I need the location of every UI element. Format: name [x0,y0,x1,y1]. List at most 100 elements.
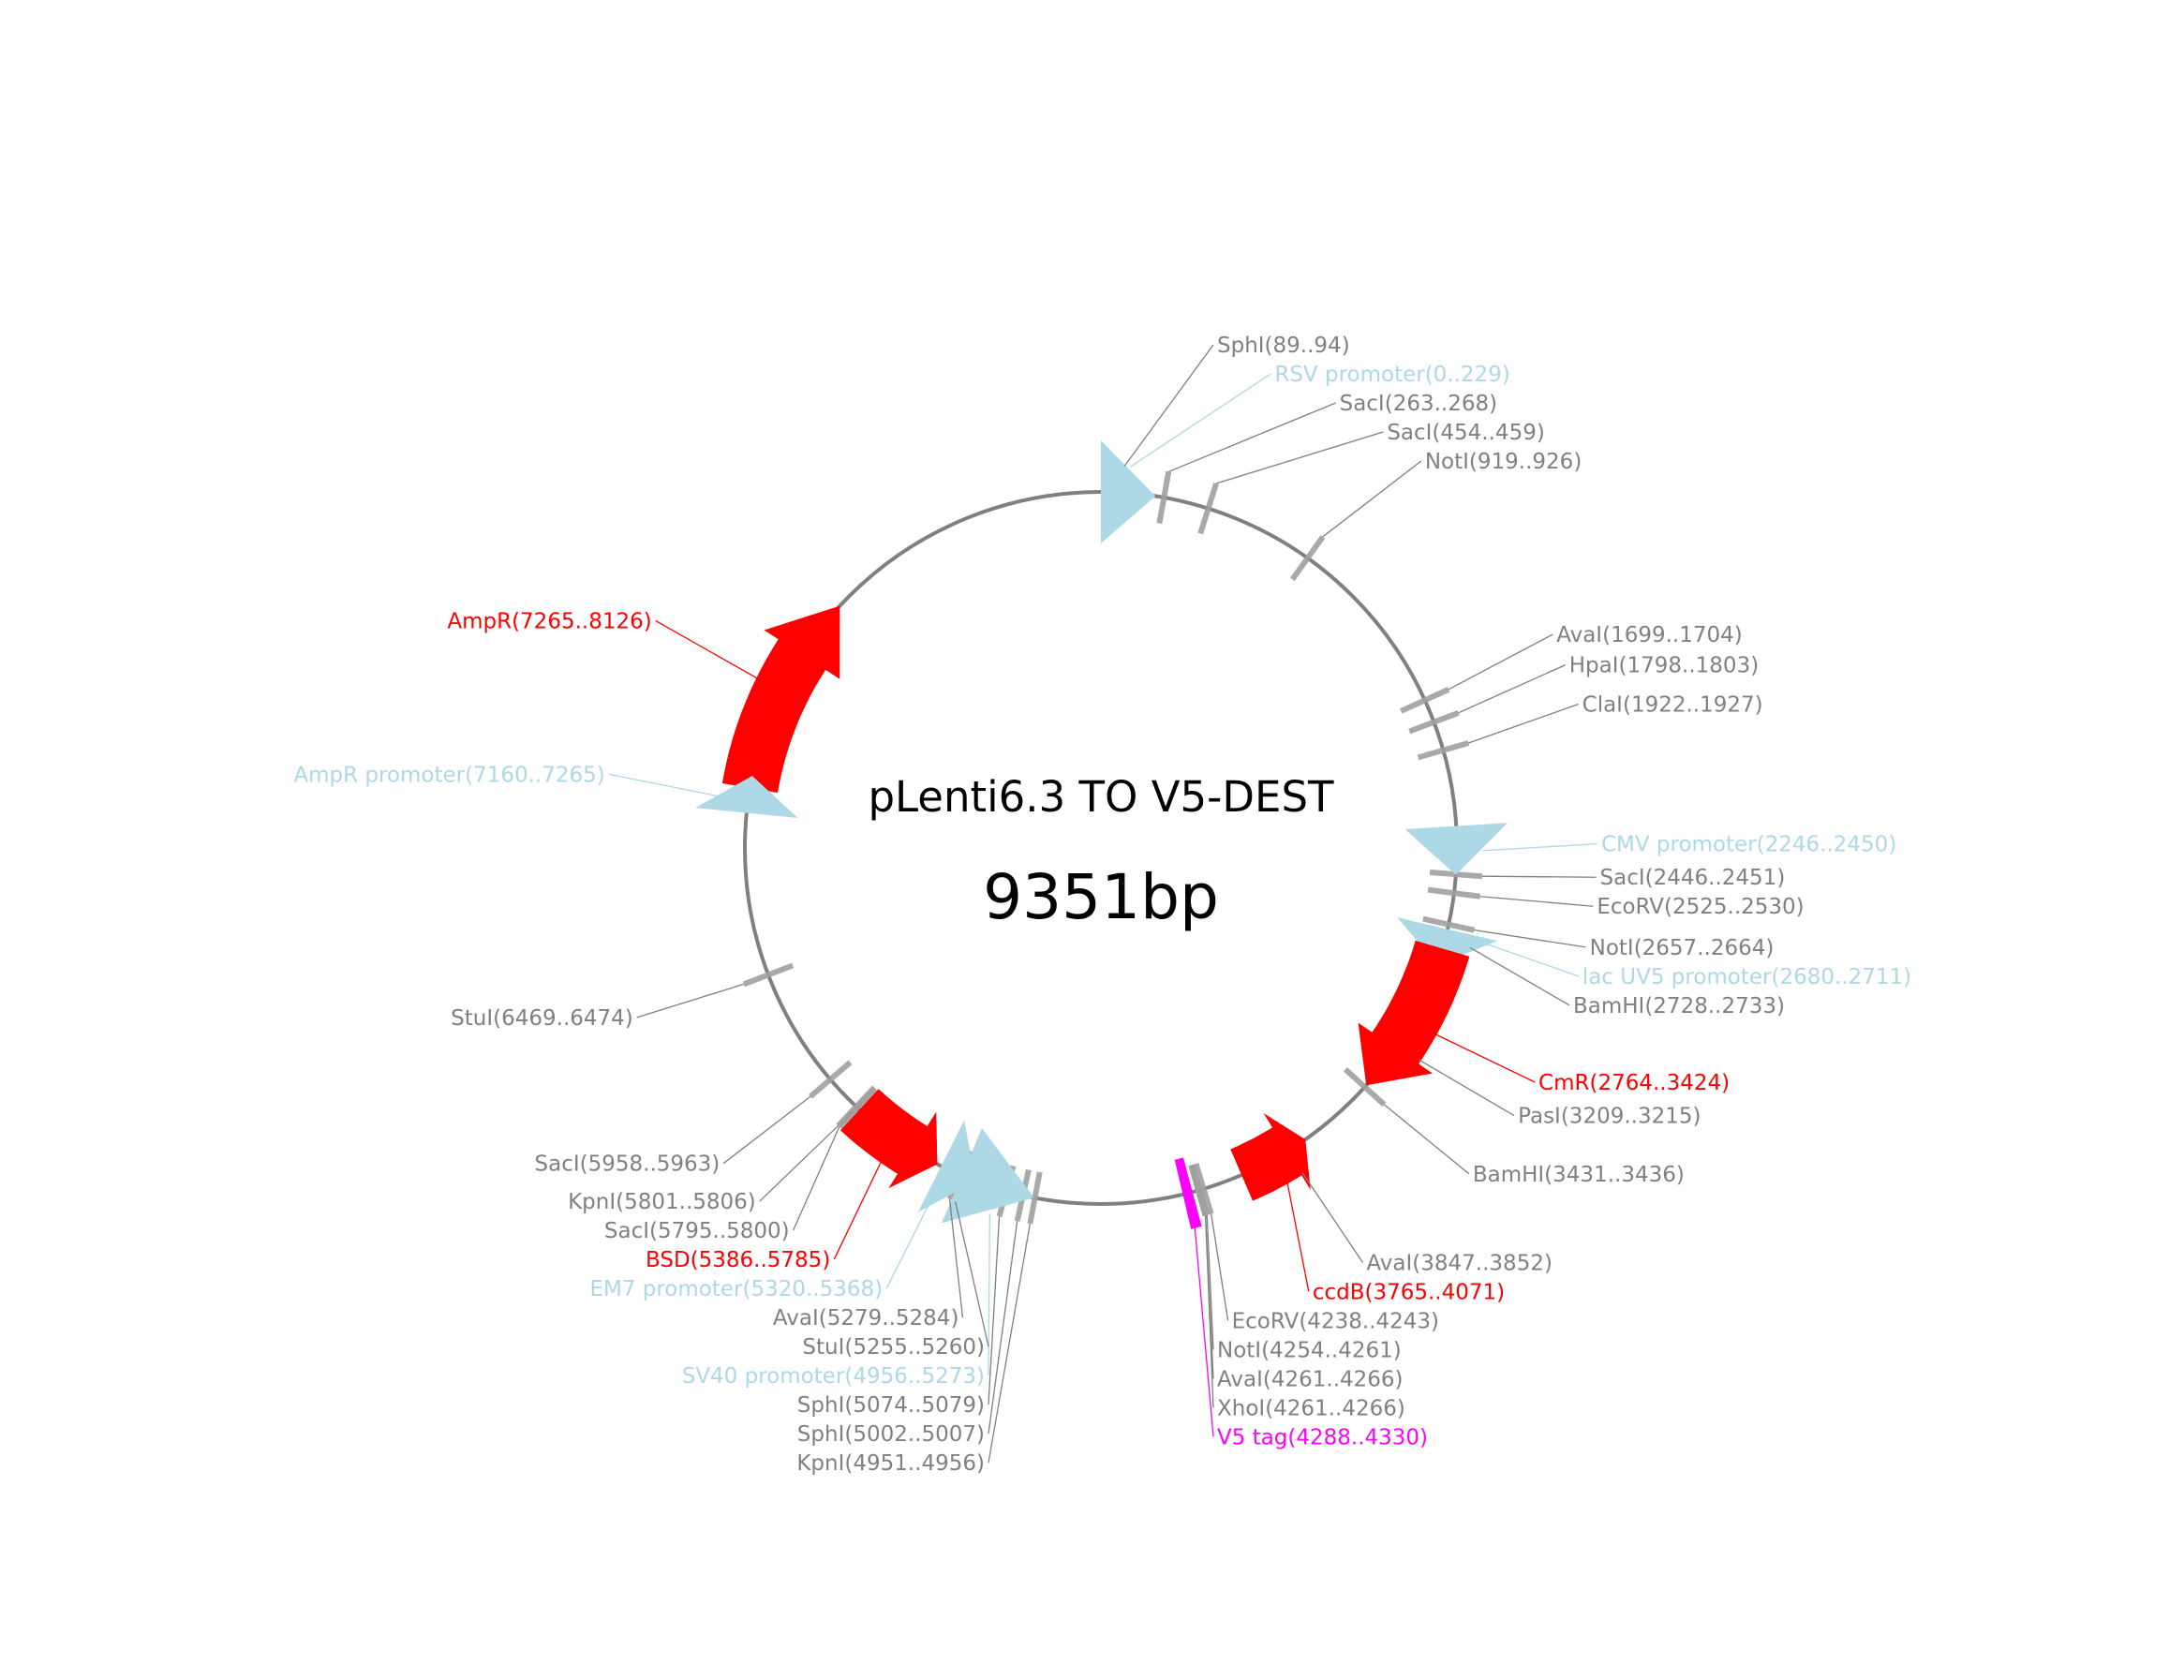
ampr-promoter-label: AmpR promoter(7160..7265) [293,763,604,787]
site-tick-saci-263-268 [1156,470,1172,525]
sv40-promoter-label: SV40 promoter(4956..5273) [682,1364,985,1389]
site-label-kpni-4951-4956: KpnI(4951..4956) [796,1451,985,1476]
bsd-arrow [839,1089,938,1189]
rsv-promoter-label-leader [1130,373,1271,468]
lac-uv5-promoter-label: lac UV5 promoter(2680..2711) [1582,965,1911,989]
site-label-stui-5255-5260-leader [954,1201,989,1347]
site-label-clai-1922-1927-leader [1468,703,1579,744]
sv40-promoter-label-leader [988,1213,991,1376]
site-tick-avai-1699-1704 [1400,686,1450,714]
lac-uv5-promoter-marker [1397,917,1498,966]
ampr-arrow [721,605,840,794]
site-tick-kpni-5801-5806 [836,1085,877,1128]
site-label-avai-5279-5284-leader [948,1198,964,1318]
site-label-avai-1699-1704-leader [1448,633,1553,691]
ampr-label-leader [655,619,759,680]
site-tick-ecorv-2525-2530 [1427,886,1481,899]
site-label-kpni-5801-5806-leader [759,1124,839,1202]
site-label-stui-5255-5260: StuI(5255..5260) [802,1335,985,1360]
ccdb-label: ccdB(3765..4071) [1313,1280,1505,1304]
site-tick-ecorv-4238-4243 [1193,1163,1214,1215]
cmv-promoter-label-leader [1482,843,1598,852]
site-tick-saci-5958-5963 [809,1060,853,1099]
site-label-ecorv-2525-2530: EcoRV(2525..2530) [1597,895,1804,919]
site-label-hpai-1798-1803-leader [1458,664,1567,714]
rsv-promoter-label: RSV promoter(0..229) [1274,363,1509,387]
site-label-xhoi-4261-4266: XhoI(4261..4266) [1217,1396,1405,1420]
site-label-bamhi-2728-2733-leader [1469,946,1570,1006]
plasmid-backbone [743,490,1459,1206]
site-label-pasi-3209-3215-leader [1419,1059,1515,1117]
site-label-kpni-4951-4956-leader [988,1223,1032,1464]
site-label-saci-5958-5963-leader [722,1095,811,1165]
site-label-bamhi-3431-3436-leader [1384,1104,1470,1175]
site-tick-xhoi-4261-4266 [1188,1164,1209,1217]
sv40-promoter-marker [942,1128,1034,1224]
ampr-promoter-label-leader [608,773,722,798]
site-label-bamhi-2728-2733: BamHI(2728..2733) [1573,994,1785,1018]
site-tick-noti-919-926 [1289,535,1326,582]
site-label-saci-5795-5800-leader [793,1126,840,1231]
bsd-label: BSD(5386..5785) [646,1248,830,1272]
site-tick-noti-2657-2664 [1422,915,1476,933]
site-label-sphi-89-94-leader [1123,344,1214,468]
site-label-avai-5279-5284: AvaI(5279..5284) [773,1306,959,1331]
lac-uv5-promoter-label-leader [1472,938,1580,977]
em7-promoter-marker [917,1120,976,1212]
plasmid-size: 9351bp [983,861,1219,933]
site-label-avai-4261-4266: AvaI(4261..4266) [1217,1367,1404,1391]
site-label-saci-5958-5963: SacI(5958..5963) [535,1152,721,1177]
site-label-saci-2446-2451-leader [1481,875,1597,878]
site-tick-hpai-1798-1803 [1408,709,1460,735]
site-label-sphi-5074-5079-leader [988,1216,1001,1405]
feature-labels: AmpR(7265..8126) AmpR promoter(7160..7265… [293,334,1911,1476]
cmr-label: CmR(2764..3424) [1538,1071,1730,1095]
site-label-clai-1922-1927: ClaI(1922..1927) [1582,693,1763,718]
site-label-saci-5795-5800: SacI(5795..5800) [604,1219,790,1243]
site-label-sphi-89-94: SphI(89..94) [1217,334,1350,358]
site-label-avai-3847-3852: AvaI(3847..3852) [1366,1251,1553,1275]
restriction-site-ticks [742,466,1483,1225]
site-label-saci-263-268: SacI(263..268) [1340,392,1498,416]
site-label-stui-6469-6474: StuI(6469..6474) [451,1006,633,1031]
site-label-saci-263-268-leader [1168,402,1336,473]
site-label-ecorv-4238-4243-leader [1211,1213,1229,1321]
v5-tag-marker [1174,1157,1202,1229]
site-label-sphi-5074-5079: SphI(5074..5079) [797,1393,985,1418]
cmr-label-leader [1434,1033,1536,1083]
site-tick-stui-6469-6474 [742,962,795,988]
site-label-ecorv-4238-4243: EcoRV(4238..4243) [1232,1309,1439,1333]
site-label-stui-6469-6474-leader [636,983,744,1018]
site-label-noti-919-926: NotI(919..926) [1425,450,1582,474]
plasmid-name: pLenti6.3 TO V5-DEST [868,772,1334,822]
site-tick-saci-454-459 [1197,483,1219,535]
ampr-promoter-marker [695,776,798,819]
site-label-xhoi-4261-4266-leader [1204,1215,1214,1408]
site-label-noti-4254-4261-leader [1206,1214,1214,1350]
site-label-noti-4254-4261: NotI(4254..4261) [1217,1338,1402,1362]
ccdb-arrow [1230,1113,1311,1201]
cmv-promoter-marker [1404,823,1508,875]
cmr-arrow [1358,940,1470,1086]
label-leader-lines [608,344,1598,1464]
v5-tag-label-leader [1193,1218,1214,1437]
site-label-noti-2657-2664: NotI(2657..2664) [1590,936,1775,960]
site-label-avai-3847-3852-leader [1301,1172,1363,1263]
em7-promoter-label-leader [885,1192,936,1289]
cmv-promoter-label: CMV promoter(2246..2450) [1601,833,1896,857]
ampr-label: AmpR(7265..8126) [447,609,651,633]
site-tick-clai-1922-1927 [1417,740,1470,761]
site-label-sphi-5002-5007: SphI(5002..5007) [797,1422,985,1447]
site-label-saci-454-459-leader [1215,431,1384,484]
site-tick-kpni-4951-4956 [1027,1171,1043,1225]
site-label-noti-2657-2664-leader [1474,929,1586,948]
bsd-label-leader [833,1160,883,1260]
site-label-noti-919-926-leader [1322,460,1422,538]
site-label-sphi-5002-5007-leader [988,1221,1018,1435]
rsv-promoter-marker [1101,440,1156,543]
site-label-avai-1699-1704: AvaI(1699..1704) [1556,623,1743,647]
site-tick-bamhi-3431-3436 [1343,1067,1387,1108]
v5-tag-label: V5 tag(4288..4330) [1217,1425,1428,1450]
site-label-saci-454-459: SacI(454..459) [1387,421,1545,445]
